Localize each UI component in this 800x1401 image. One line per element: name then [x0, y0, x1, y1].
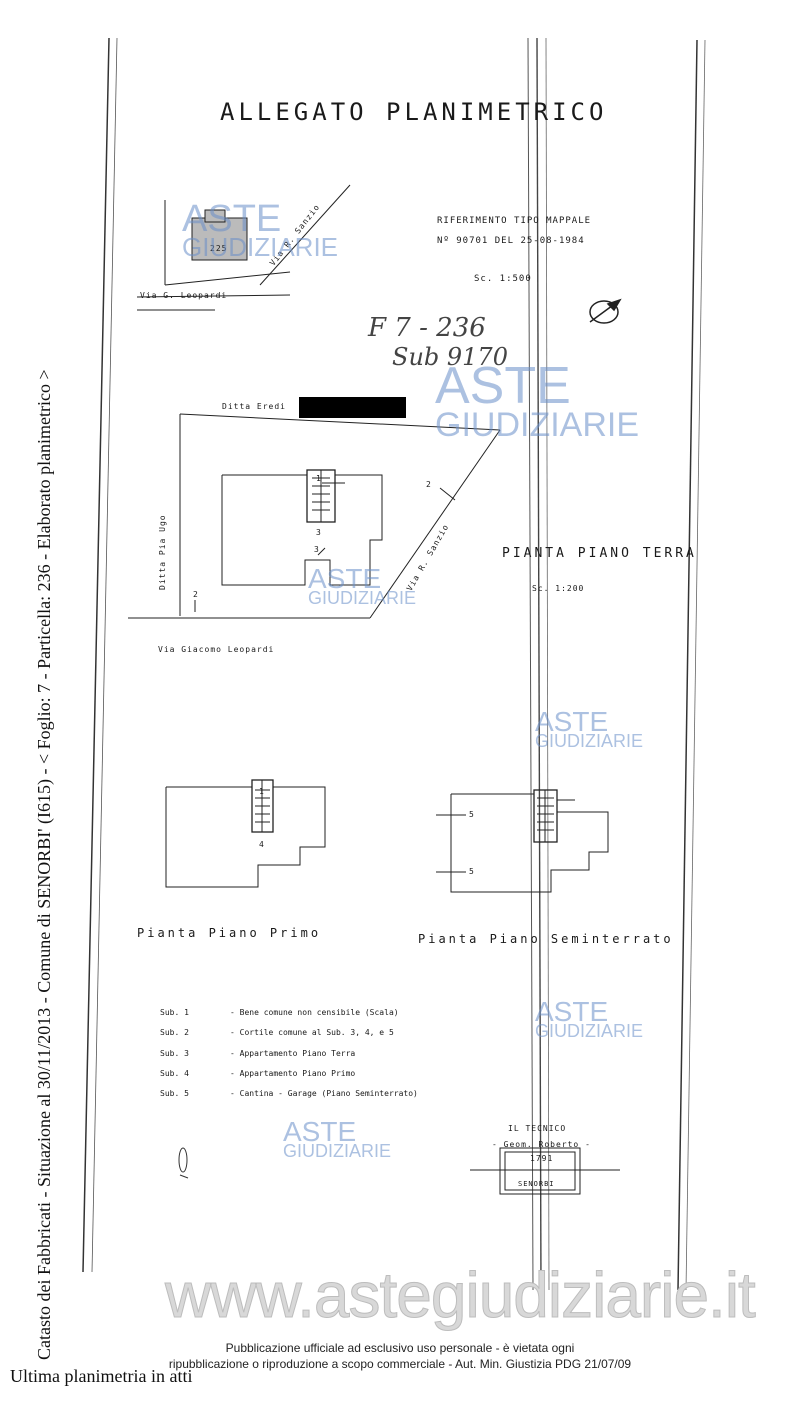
legend-desc: - Appartamento Piano Terra [230, 1049, 356, 1058]
reference-scale: Sc. 1:500 [474, 274, 532, 284]
ground-plan-title: PIANTA PIANO TERRA [502, 546, 697, 561]
last-line: Ultima planimetria in atti [10, 1366, 193, 1386]
first-floor-title: Pianta Piano Primo [137, 926, 322, 940]
ground-label-1: 1 [316, 474, 322, 483]
first-floor-label-4: 4 [259, 840, 265, 849]
footer-note-line-1: Pubblicazione ufficiale ad esclusivo uso… [225, 1341, 575, 1355]
footer-note-line-2: ripubblicazione o riproduzione a scopo c… [168, 1357, 632, 1371]
legend-code: Sub. 4 [160, 1069, 189, 1078]
first-floor-label-1: 1 [259, 787, 265, 796]
legend-row: Sub. 2 - Cortile comune al Sub. 3, 4, e 5 [160, 1028, 394, 1037]
legend-row: Sub. 1 - Bene comune non censibile (Scala… [160, 1008, 399, 1017]
legend-row: Sub. 4 - Appartamento Piano Primo [160, 1069, 355, 1078]
ditta-left: Ditta Pia Ugo [158, 514, 167, 590]
legend-code: Sub. 5 [160, 1089, 189, 1098]
basement-label-5b: 5 [469, 867, 475, 876]
reference-line-2: Nº 90701 DEL 25-08-1984 [437, 236, 585, 246]
stamp-box [470, 1147, 620, 1195]
legend-desc: - Cortile comune al Sub. 3, 4, e 5 [230, 1028, 394, 1037]
basement-plan [436, 789, 609, 893]
legend-code: Sub. 1 [160, 1008, 189, 1017]
ground-plan [128, 413, 501, 619]
legend-row: Sub. 5 - Cantina - Garage (Piano Seminter… [160, 1089, 418, 1098]
stamp-place: SENORBI [518, 1180, 555, 1188]
legend-code: Sub. 3 [160, 1049, 189, 1058]
legend-desc: - Bene comune non censibile (Scala) [230, 1008, 399, 1017]
stamp-header: IL TECNICO [508, 1124, 567, 1133]
handwritten-line-1: F 7 - 236 [368, 313, 486, 343]
north-arrow-icon [589, 298, 622, 324]
ground-label-3a: 3 [316, 528, 322, 537]
basement-label-5a: 5 [469, 810, 475, 819]
parcel-number: 225 [210, 244, 228, 253]
footer-note: Pubblicazione ufficiale ad esclusivo uso… [160, 1340, 640, 1372]
ground-street-bottom: Via Giacomo Leopardi [158, 645, 275, 654]
legend-row: Sub. 3 - Appartamento Piano Terra [160, 1049, 355, 1058]
ground-label-3b: 3 [314, 545, 320, 554]
legend-desc: - Appartamento Piano Primo [230, 1069, 356, 1078]
basement-title: Pianta Piano Seminterrato [418, 932, 674, 946]
footer-website: www.astegiudiziarie.it [165, 1259, 757, 1332]
stamp-name: - Geom. Roberto - [492, 1140, 591, 1149]
location-street-bottom: Via G. Leopardi [140, 291, 228, 300]
ditta-top: Ditta Eredi [222, 402, 286, 411]
legend-desc: - Cantina - Garage (Piano Seminterrato) [230, 1089, 418, 1098]
reference-line-1: RIFERIMENTO TIPO MAPPALE [437, 216, 592, 226]
redaction-box [299, 397, 406, 418]
ground-plan-scale: Sc. 1:200 [532, 584, 585, 593]
ground-label-2a: 2 [426, 480, 432, 489]
stamp-number: 1791 [530, 1154, 554, 1163]
location-map [136, 184, 351, 311]
signature-mark [178, 1147, 189, 1179]
ground-label-2b: 2 [193, 590, 199, 599]
page-title: ALLEGATO PLANIMETRICO [220, 98, 608, 126]
legend-code: Sub. 2 [160, 1028, 189, 1037]
handwritten-line-2: Sub 9170 [392, 343, 508, 371]
first-floor-plan [165, 779, 326, 888]
